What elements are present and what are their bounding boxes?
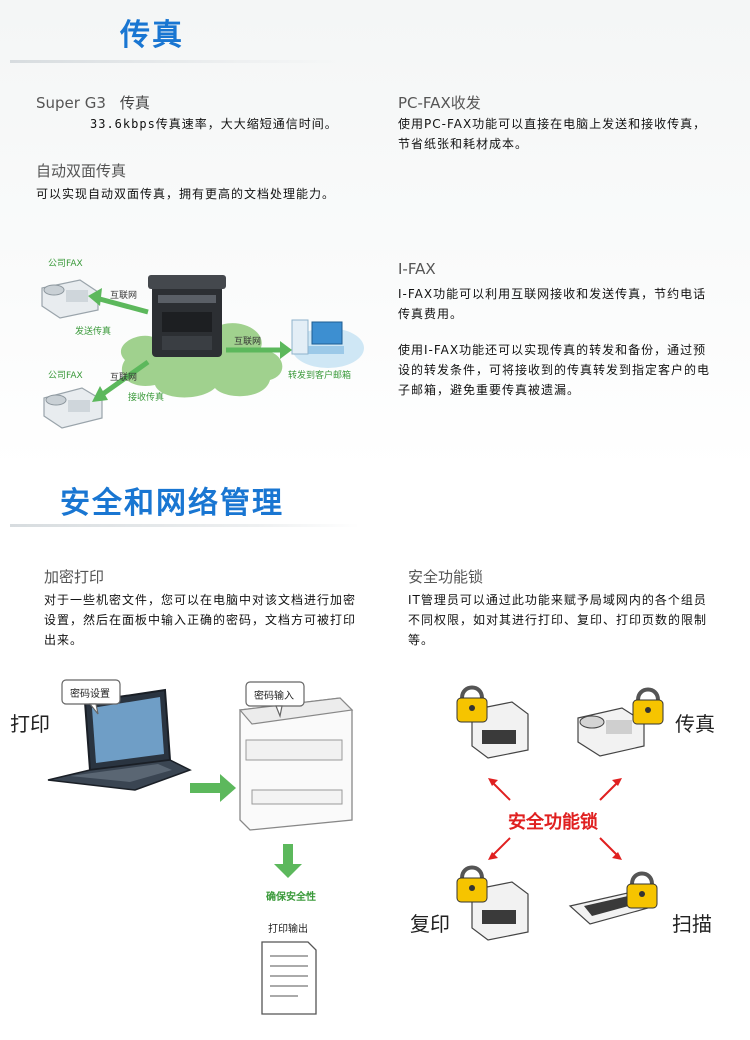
label-receive-fax: 接收传真	[128, 391, 164, 403]
label-ensure-security: 确保安全性	[266, 890, 316, 903]
function-lock-heading: 安全功能锁	[408, 568, 484, 586]
label-forward-email: 转发到客户邮箱	[288, 369, 351, 381]
arrow-to-print	[491, 781, 511, 801]
lock-fax-icon	[632, 687, 664, 725]
lock-copy-icon	[456, 865, 488, 903]
mfc-printer-icon	[148, 275, 226, 357]
function-lock-center-label: 安全功能锁	[508, 812, 598, 833]
fax-title-rule	[10, 60, 340, 63]
function-lock-diagram	[456, 685, 664, 941]
i-fax-text-2: 使用I-FAX功能还可以实现传真的转发和备份，通过预设的转发条件，可将接收到的传…	[398, 343, 711, 397]
label-company-fax-top: 公司FAX	[48, 258, 83, 269]
i-fax-diagram: 公司FAX 互联网 发送传真 公司FAX 互联网 接收传真 互联网 转发到客户邮…	[41, 258, 364, 429]
label-password-setup: 密码设置	[70, 687, 110, 700]
secure-print-diagram: 密码设置 密码输入 确保安全性 打印输出	[47, 679, 354, 1015]
arrow-printer-to-output	[274, 844, 302, 878]
pc-fax-heading: PC-FAX收发	[398, 94, 481, 112]
computer-email-icon	[291, 319, 364, 368]
label-internet-1: 互联网	[110, 290, 137, 301]
label-internet-3: 互联网	[234, 336, 261, 347]
arrow-head-right	[280, 341, 292, 359]
secure-printer-icon	[238, 697, 354, 831]
arrow-to-scan	[599, 837, 619, 857]
arrow-to-copy	[491, 837, 511, 857]
fax-section-background	[0, 0, 750, 470]
password-setup-bubble: 密码设置	[61, 679, 121, 715]
secure-print-heading: 加密打印	[44, 568, 105, 586]
security-section-title: 安全和网络管理	[60, 486, 284, 521]
arrow-head-top	[88, 288, 102, 306]
label-print-output: 打印输出	[268, 922, 308, 935]
label-copy: 复印	[410, 912, 450, 936]
secure-print-text: 对于一些机密文件，您可以在电脑中对该文档进行加密设置，然后在面板中输入正确的密码…	[44, 593, 357, 647]
lock-arrows	[488, 778, 622, 860]
label-print: 打印	[10, 712, 50, 736]
password-input-bubble: 密码输入	[245, 681, 305, 719]
fax-section-title: 传真	[120, 18, 184, 53]
pc-fax-text: 使用PC-FAX功能可以直接在电脑上发送和接收传真，节省纸张和耗材成本。	[398, 117, 707, 151]
super-g3-heading: Super G3 传真	[36, 92, 150, 113]
label-password-input: 密码输入	[254, 689, 294, 702]
duplex-fax-heading: 自动双面传真	[36, 162, 127, 180]
arrow-to-top-fax	[95, 295, 149, 315]
label-fax: 传真	[675, 712, 715, 736]
fax-machine-top-icon	[41, 279, 99, 319]
lock-scan-icon	[626, 871, 658, 909]
label-internet-2: 互联网	[110, 372, 137, 383]
diagram-arrows	[88, 288, 292, 402]
label-scan: 扫描	[672, 912, 712, 936]
fax-machine-bottom-icon	[43, 387, 103, 429]
function-lock-text: IT管理员可以通过此功能来赋予局域网内的各个组员不同权限，如对其进行打印、复印、…	[408, 593, 708, 647]
i-fax-heading: I-FAX	[398, 260, 436, 278]
label-send-fax: 发送传真	[75, 325, 111, 337]
lock-print-icon	[456, 685, 488, 723]
i-fax-text-1: I-FAX功能可以利用互联网接收和发送传真，节约电话传真费用。	[398, 287, 707, 321]
printed-document-icon	[261, 941, 317, 1015]
super-g3-heading-suffix: 传真	[119, 94, 150, 112]
label-company-fax-bottom: 公司FAX	[48, 370, 83, 381]
arrow-to-fax	[599, 781, 619, 801]
security-title-rule	[10, 524, 360, 527]
super-g3-text: 33.6kbps传真速率，大大缩短通信时间。	[90, 117, 338, 131]
arrow-laptop-to-printer	[190, 774, 236, 802]
arrow-to-bottom-fax	[98, 359, 150, 399]
super-g3-heading-prefix: Super G3	[36, 94, 106, 112]
duplex-fax-text: 可以实现自动双面传真，拥有更高的文档处理能力。	[36, 187, 336, 201]
laptop-icon	[47, 688, 192, 791]
fax-device-icon	[577, 707, 645, 757]
arrow-head-bottom	[92, 386, 108, 402]
